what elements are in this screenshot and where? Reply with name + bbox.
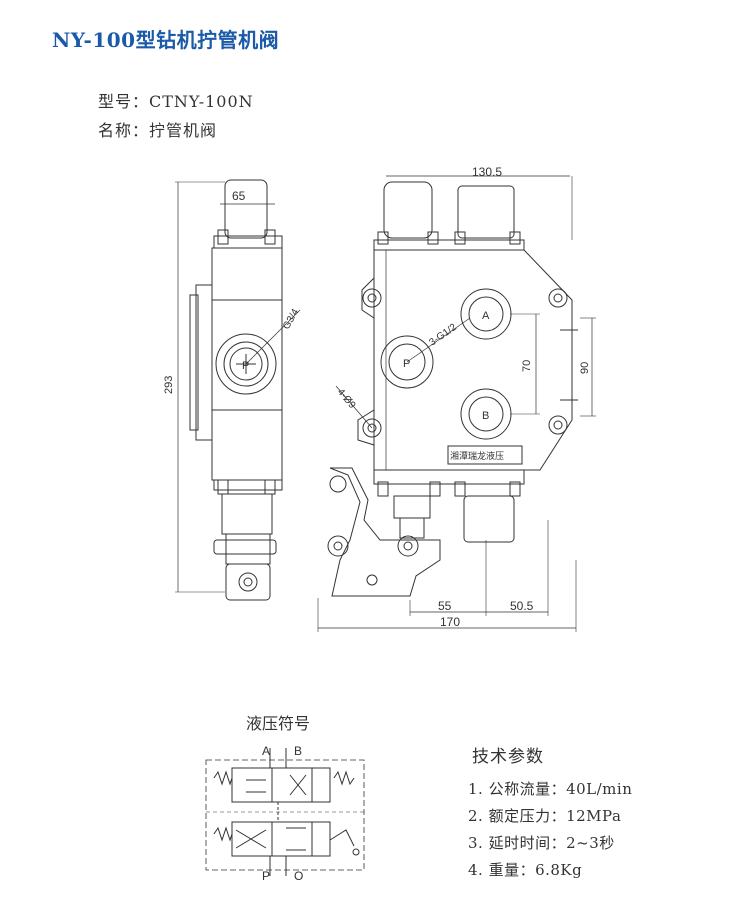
dim-70: 70 [521, 360, 533, 372]
dim-170: 170 [440, 615, 460, 629]
port-a: A [482, 310, 490, 322]
dim-90: 90 [579, 362, 591, 374]
spec-item: 3. 延时时间：2~3秒 [468, 834, 615, 852]
port-b: B [482, 410, 489, 422]
dim-65: 65 [232, 189, 246, 203]
dim-55: 55 [438, 599, 452, 613]
symbol-label-b: B [294, 744, 302, 758]
symbol-title: 液压符号 [246, 714, 311, 733]
front-view [317, 175, 596, 632]
page-title: NY-100型钻机拧管机阀 [52, 28, 280, 52]
spec-item: 2. 额定压力：12MPa [468, 807, 622, 825]
spec-item: 1. 公称流量：40L/min [468, 780, 633, 798]
side-port-p: P [242, 360, 249, 372]
symbol-label-o: O [294, 869, 303, 883]
dim-g34: G3/4 [281, 307, 302, 332]
model-line: 型号：CTNY-100N [98, 92, 254, 111]
dim-130-5: 130.5 [472, 165, 502, 179]
symbol-label-p: P [262, 869, 270, 883]
dim-3g12: 3-G1/2 [427, 322, 459, 349]
port-p: P [403, 358, 410, 370]
dim-293: 293 [163, 376, 175, 394]
specs-title: 技术参数 [472, 747, 544, 767]
dim-50-5: 50.5 [510, 599, 534, 613]
side-view [175, 179, 301, 601]
spec-item: 4. 重量：6.8Kg [468, 861, 583, 879]
hydraulic-symbol [205, 748, 365, 876]
name-line: 名称：拧管机阀 [98, 121, 218, 140]
nameplate: 湘潭瑞龙液压 [450, 450, 504, 461]
symbol-label-a: A [262, 744, 270, 758]
